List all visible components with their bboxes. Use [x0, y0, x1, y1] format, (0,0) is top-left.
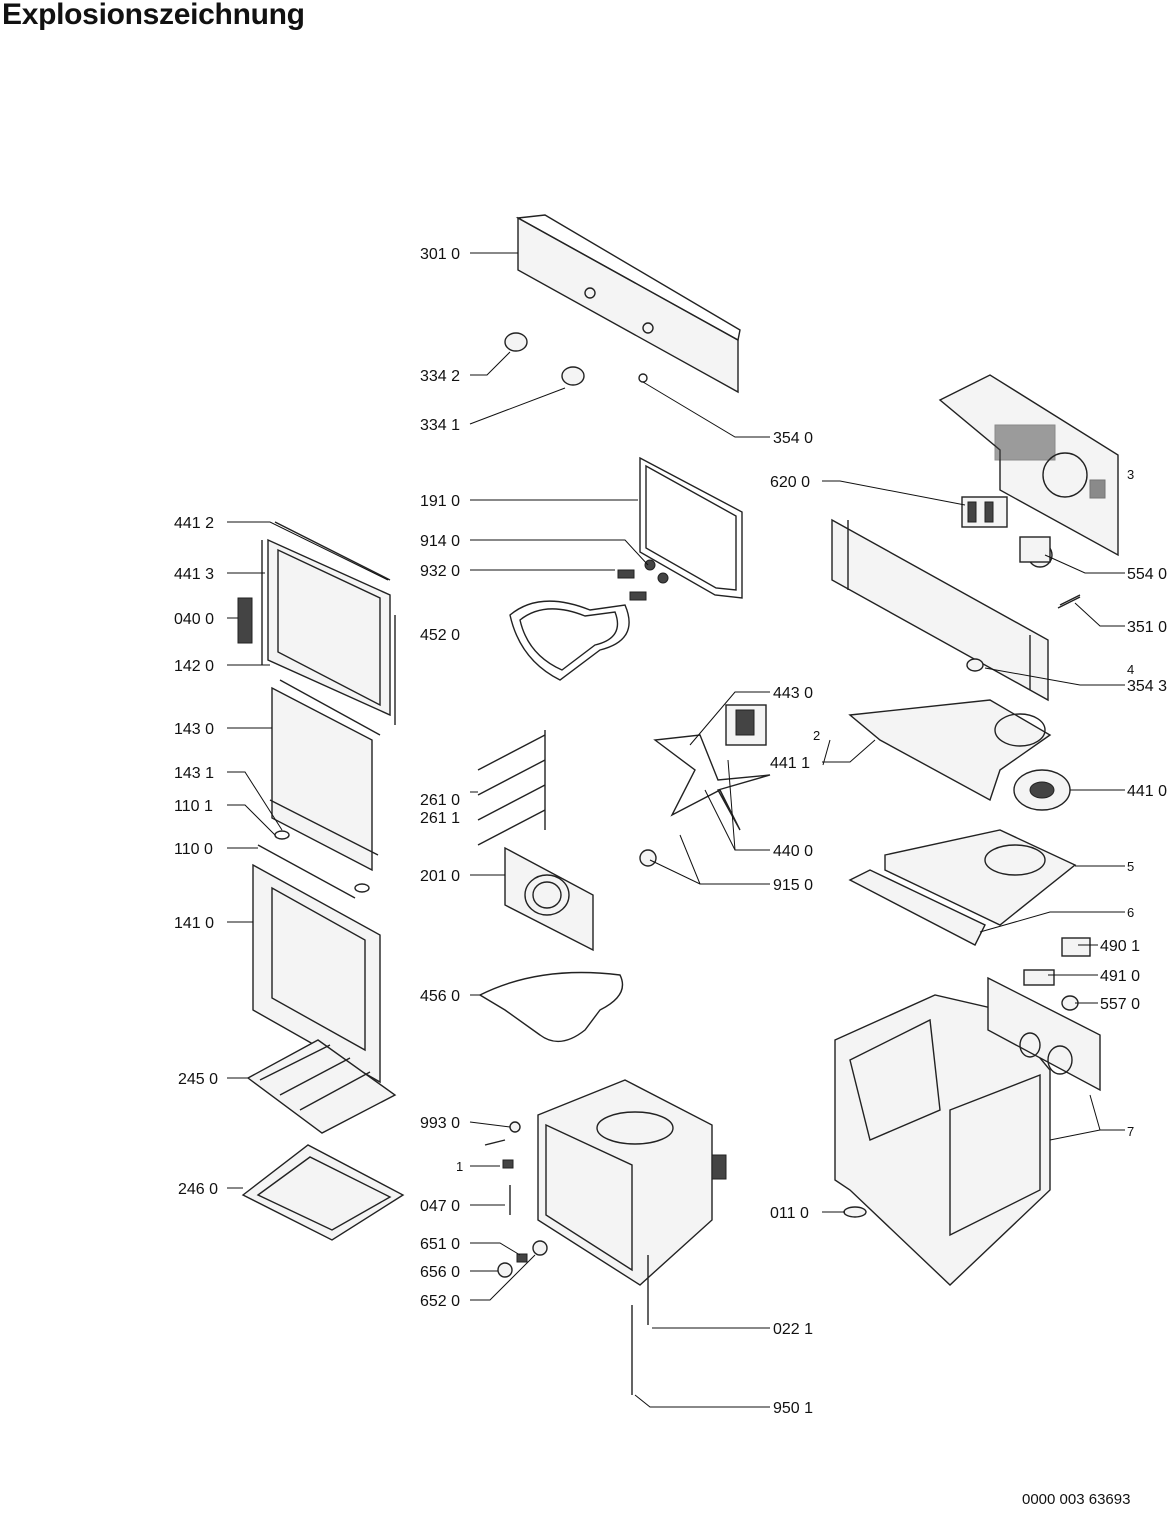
part-label: 440 0	[773, 843, 813, 860]
thermostat-part	[1019, 536, 1081, 609]
document-number: 0000 003 63693	[1022, 1491, 1131, 1508]
part-label: 950 1	[773, 1400, 813, 1417]
part-label: 652 0	[420, 1293, 460, 1310]
selector-switch-part	[961, 496, 1008, 528]
part-label: 656 0	[420, 1264, 460, 1281]
part-label: 456 0	[420, 988, 460, 1005]
fan-motor-plate-part	[848, 699, 1071, 811]
terminal-block-part	[1023, 937, 1091, 1011]
part-label: 142 0	[174, 658, 214, 675]
page-title: Explosionszeichnung	[2, 0, 305, 31]
part-label: 143 1	[174, 765, 214, 782]
leader-lines	[227, 252, 1125, 1408]
door-outer-glass-part	[237, 521, 396, 725]
rear-cover-assembly-part	[938, 374, 1119, 557]
part-label: 191 0	[420, 493, 460, 510]
door-inner-glass-part	[257, 679, 381, 899]
part-label: 245 0	[178, 1071, 218, 1088]
part-label: 557 0	[1100, 996, 1140, 1013]
top-cover-plate-part	[848, 829, 1077, 946]
wire-shelf-part	[246, 1039, 397, 1134]
side-rail-part	[477, 730, 546, 846]
part-label: 914 0	[420, 533, 460, 550]
part-label: 334 2	[420, 368, 460, 385]
part-label: 011 0	[770, 1205, 809, 1222]
part-label: 490 1	[1100, 938, 1140, 955]
part-label: 143 0	[174, 721, 214, 738]
fan-wheel-part	[639, 704, 771, 867]
part-label: 354 3	[1127, 678, 1167, 695]
lower-heating-element-part	[478, 971, 624, 1043]
grill-heating-element-part	[509, 559, 669, 681]
control-panel-part	[515, 214, 741, 394]
part-label: 4	[1127, 662, 1134, 677]
part-label: 441 0	[1127, 783, 1167, 800]
part-label: 932 0	[420, 563, 460, 580]
part-label: 3	[1127, 467, 1134, 482]
part-label: 047 0	[420, 1198, 460, 1215]
part-label: 441 2	[174, 515, 214, 532]
part-label: 201 0	[420, 868, 460, 885]
part-label: 993 0	[420, 1115, 460, 1132]
part-label: 443 0	[773, 685, 813, 702]
housing-frame-part	[834, 976, 1101, 1286]
part-label: 301 0	[420, 246, 460, 263]
part-label: 110 1	[174, 798, 213, 815]
oven-seal-part	[639, 456, 743, 599]
part-labels: 301 0 334 2 334 1 354 0 191 0 914 0 932 …	[174, 246, 1167, 1417]
oven-cavity-part	[537, 1079, 727, 1395]
part-label: 261 1	[420, 810, 460, 827]
part-label: 1	[456, 1159, 463, 1174]
part-label: 351 0	[1127, 619, 1167, 636]
fan-cover-part	[504, 846, 594, 952]
part-label: 491 0	[1100, 968, 1140, 985]
part-label: 2	[813, 728, 820, 743]
part-label: 651 0	[420, 1236, 460, 1253]
part-label: 040 0	[174, 611, 214, 628]
door-frame-part	[252, 863, 381, 1084]
part-label: 141 0	[174, 915, 214, 932]
part-label: 354 0	[773, 430, 813, 447]
part-label: 915 0	[773, 877, 813, 894]
small-fittings-part	[484, 1121, 548, 1278]
part-label: 6	[1127, 905, 1134, 920]
part-label: 554 0	[1127, 566, 1167, 583]
part-label: 261 0	[420, 792, 460, 809]
part-label: 022 1	[773, 1321, 813, 1338]
part-label: 334 1	[420, 417, 460, 434]
part-label: 5	[1127, 859, 1134, 874]
knob-part	[504, 332, 585, 386]
part-label: 620 0	[770, 474, 810, 491]
baking-tray-part	[241, 1144, 405, 1241]
part-label: 441 1	[770, 755, 810, 772]
part-label: 110 0	[174, 841, 213, 858]
part-label: 452 0	[420, 627, 460, 644]
part-label: 246 0	[178, 1181, 218, 1198]
part-label: 441 3	[174, 566, 214, 583]
part-label: 7	[1127, 1124, 1134, 1139]
